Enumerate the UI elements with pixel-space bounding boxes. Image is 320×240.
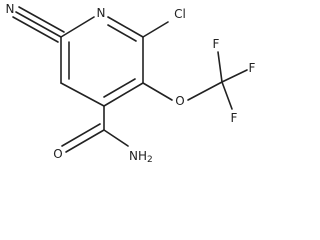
amide-subscript: 2 [147, 155, 153, 165]
atom-amide-n: NH2 [129, 149, 153, 165]
atom-f-right: F [249, 61, 256, 75]
bonds [12, 6, 248, 153]
atom-labels: N N Cl O F F F O NH2 [6, 2, 256, 165]
bond-camide-o-a [65, 129, 105, 153]
bond-c3-o [142, 82, 173, 101]
atom-ether-o: O [175, 94, 184, 108]
molecule-structure: N N Cl O F F F O NH2 [6, 2, 256, 165]
atom-ring-n: N [97, 6, 106, 20]
bond-camide-n [103, 129, 129, 147]
bond-nitrile-1 [15, 11, 62, 38]
bond-camide-o-b [61, 123, 101, 147]
atom-f-top: F [213, 37, 220, 51]
atom-cl: Cl [174, 7, 186, 21]
bond-cf3-f-right [221, 69, 248, 83]
bond-c4-c5 [60, 82, 105, 107]
bond-c6-n1 [60, 16, 95, 38]
bond-c2-cl [142, 21, 169, 38]
bond-n1-c2-b [107, 24, 137, 42]
atom-carbonyl-o: O [53, 147, 62, 161]
amide-nh-label: NH [129, 149, 147, 163]
bond-c3-c4-a [103, 82, 144, 107]
atom-nitrile-n: N [6, 2, 15, 16]
bond-c3-c4-b [103, 78, 136, 98]
bond-cf3-f-bottom [221, 81, 233, 110]
bond-n1-c2-a [107, 16, 144, 38]
atom-f-bottom: F [231, 111, 238, 125]
bond-nitrile-2 [18, 6, 65, 33]
bond-cf3-f-top [217, 51, 223, 83]
bond-o-cf3 [187, 81, 223, 101]
bond-nitrile-3 [12, 16, 59, 43]
